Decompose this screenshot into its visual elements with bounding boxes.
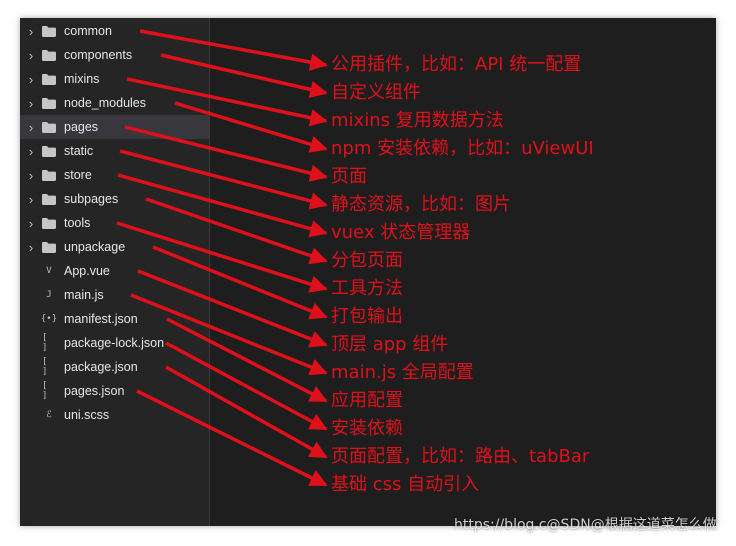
explorer-item-label: tools — [64, 216, 91, 230]
annotation-label: 自定义组件 — [331, 82, 421, 103]
explorer-item-label: common — [64, 24, 112, 38]
explorer-item-label: store — [64, 168, 92, 182]
annotation-label: 公用插件，比如：API 统一配置 — [331, 54, 582, 75]
annotation-label: 打包输出 — [331, 306, 403, 327]
annotation-label: npm 安装依赖，比如：uViewUI — [331, 138, 594, 159]
folder-icon — [42, 241, 56, 253]
folder-item-subpages[interactable]: › subpages — [20, 187, 209, 211]
json-file-icon: [ ] — [42, 381, 48, 401]
file-item-manifest-json[interactable]: {•} manifest.json — [20, 307, 209, 331]
folder-item-tools[interactable]: › tools — [20, 211, 209, 235]
folder-icon — [42, 49, 56, 61]
folder-item-pages[interactable]: › pages — [20, 115, 209, 139]
json-file-icon: [ ] — [42, 333, 48, 353]
folder-icon — [42, 145, 56, 157]
explorer-item-label: main.js — [64, 288, 104, 302]
js-file-icon: J — [46, 290, 52, 300]
annotation-arrow — [174, 101, 328, 153]
explorer-item-label: package.json — [64, 360, 138, 374]
chevron-right-icon[interactable]: › — [28, 239, 34, 255]
chevron-right-icon[interactable]: › — [28, 119, 34, 135]
chevron-right-icon[interactable]: › — [28, 71, 34, 87]
annotation-label: 页面配置，比如：路由、tabBar — [331, 446, 590, 467]
explorer-item-label: unpackage — [64, 240, 126, 254]
annotation-label: 分包页面 — [331, 250, 403, 271]
annotation-label: 页面 — [331, 166, 367, 187]
vue-file-icon: V — [46, 266, 52, 276]
folder-icon — [42, 25, 56, 37]
annotation-arrow — [165, 365, 328, 459]
folder-icon — [42, 169, 56, 181]
folder-item-components[interactable]: › components — [20, 43, 209, 67]
explorer-item-label: subpages — [64, 192, 119, 206]
annotation-arrow — [160, 53, 328, 98]
file-item-app-vue[interactable]: V App.vue — [20, 259, 209, 283]
annotation-arrow — [166, 317, 328, 403]
annotation-arrow — [124, 125, 328, 182]
chevron-right-icon[interactable]: › — [28, 167, 34, 183]
explorer-item-label: App.vue — [64, 264, 110, 278]
file-item-package-json[interactable]: [ ] package.json — [20, 355, 209, 379]
annotation-arrow — [165, 341, 328, 431]
explorer-item-label: pages — [64, 120, 99, 134]
watermark: https://blog.c@SDN@根据这道菜怎么做 — [454, 517, 717, 533]
folder-item-store[interactable]: › store — [20, 163, 209, 187]
file-item-package-lock-json[interactable]: [ ] package-lock.json — [20, 331, 209, 355]
explorer-item-label: uni.scss — [64, 408, 110, 422]
annotation-label: 安装依赖 — [331, 418, 403, 439]
explorer-item-label: package-lock.json — [64, 336, 165, 350]
chevron-right-icon[interactable]: › — [28, 191, 34, 207]
annotation-label: main.js 全局配置 — [331, 362, 474, 383]
explorer-item-label: node_modules — [64, 96, 147, 110]
annotation-arrow — [130, 293, 328, 376]
annotation-label: 基础 css 自动引入 — [331, 474, 480, 495]
explorer-item-label: manifest.json — [64, 312, 138, 326]
folder-item-static[interactable]: › static — [20, 139, 209, 163]
file-item-pages-json[interactable]: [ ] pages.json — [20, 379, 209, 403]
annotation-arrow — [116, 221, 328, 293]
folder-item-common[interactable]: › common — [20, 19, 209, 43]
folder-icon — [42, 217, 56, 229]
folder-item-node-modules[interactable]: › node_modules — [20, 91, 209, 115]
annotation-label: 静态资源，比如：图片 — [331, 194, 511, 215]
chevron-right-icon[interactable]: › — [28, 215, 34, 231]
sidebar-divider — [209, 18, 210, 526]
annotation-label: mixins 复用数据方法 — [331, 110, 504, 131]
chevron-right-icon[interactable]: › — [28, 143, 34, 159]
annotation-label: vuex 状态管理器 — [331, 222, 471, 243]
annotation-arrow — [126, 77, 328, 127]
explorer-item-label: mixins — [64, 72, 100, 86]
chevron-right-icon[interactable]: › — [28, 95, 34, 111]
explorer-item-label: components — [64, 48, 133, 62]
json-file-icon: [ ] — [42, 357, 48, 377]
annotation-arrow — [145, 197, 328, 265]
explorer-item-label: static — [64, 144, 94, 158]
annotation-arrow — [136, 389, 328, 487]
annotation-arrow — [119, 149, 328, 210]
folder-icon — [42, 193, 56, 205]
folder-item-unpackage[interactable]: › unpackage — [20, 235, 209, 259]
chevron-right-icon[interactable]: › — [28, 23, 34, 39]
annotation-arrow — [139, 29, 328, 71]
annotation-arrow — [117, 173, 328, 238]
annotation-label: 应用配置 — [331, 390, 403, 411]
scss-file-icon: ℰ — [46, 410, 52, 420]
folder-icon — [42, 97, 56, 109]
annotation-arrow — [152, 245, 328, 320]
annotation-label: 工具方法 — [331, 278, 403, 299]
annotation-label: 顶层 app 组件 — [331, 334, 449, 355]
annotation-arrow — [137, 269, 328, 348]
manifest-file-icon: {•} — [40, 314, 58, 324]
folder-item-mixins[interactable]: › mixins — [20, 67, 209, 91]
folder-icon — [42, 121, 56, 133]
explorer-item-label: pages.json — [64, 384, 125, 398]
folder-icon — [42, 73, 56, 85]
chevron-right-icon[interactable]: › — [28, 47, 34, 63]
